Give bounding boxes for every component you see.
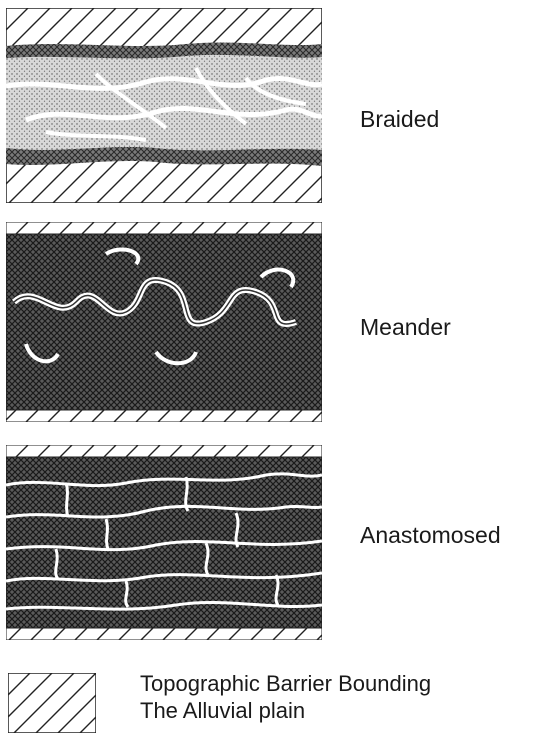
anastomosed-panel	[6, 445, 322, 640]
braided-label: Braided	[360, 106, 439, 133]
meander-panel	[6, 222, 322, 422]
legend-hatch-swatch	[8, 673, 96, 733]
legend-line-2: The Alluvial plain	[140, 697, 305, 724]
legend-line-1: Topographic Barrier Bounding	[140, 670, 431, 697]
meander-label: Meander	[360, 314, 451, 341]
braided-panel	[6, 8, 322, 203]
anastomosed-label: Anastomosed	[360, 522, 501, 549]
